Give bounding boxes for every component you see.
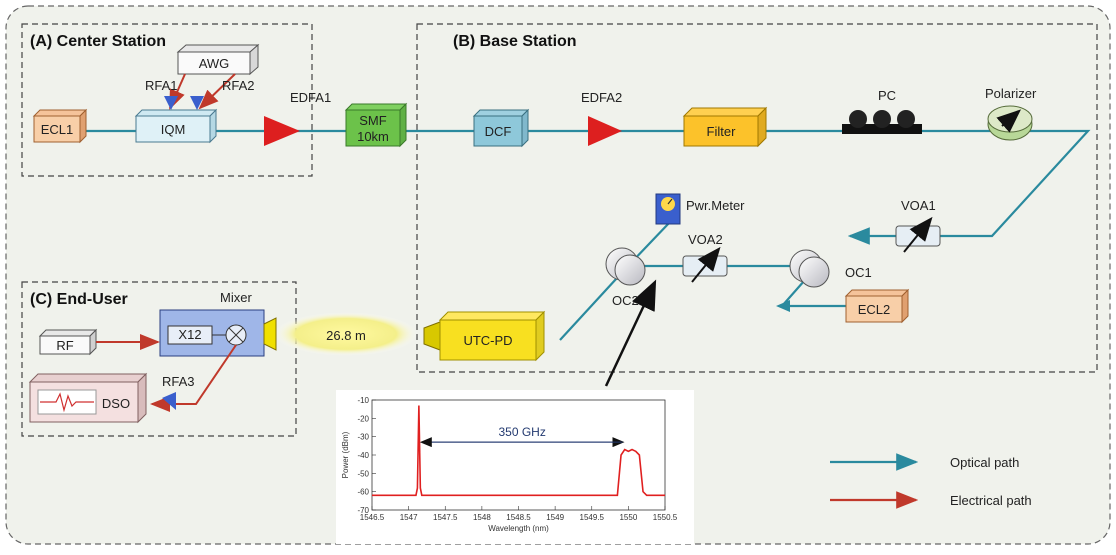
y-tick-label: -20 bbox=[357, 414, 369, 423]
utc-pd-label: UTC-PD bbox=[463, 333, 512, 348]
center-station-box bbox=[21, 23, 313, 177]
iqm: IQM bbox=[134, 108, 218, 144]
pwr-meter bbox=[655, 193, 681, 225]
y-tick-label: -60 bbox=[357, 488, 369, 497]
awg-label: AWG bbox=[199, 56, 230, 71]
dso: DSO bbox=[28, 372, 148, 424]
ecl2: ECL2 bbox=[844, 288, 910, 324]
base-station-title: (B) Base Station bbox=[453, 33, 577, 50]
ecl1: ECL1 bbox=[32, 108, 88, 144]
y-tick-label: -50 bbox=[357, 469, 369, 478]
x-tick-label: 1548 bbox=[473, 513, 491, 522]
voa2-label: VOA2 bbox=[688, 232, 723, 247]
end-user-title: (C) End-User bbox=[30, 291, 128, 308]
ecl2-label: ECL2 bbox=[858, 302, 891, 317]
x-tick-label: 1547.5 bbox=[433, 513, 458, 522]
rfa3-label: RFA3 bbox=[162, 374, 195, 389]
horn-antenna-icon bbox=[263, 317, 277, 351]
rfa3-amp-icon bbox=[162, 392, 176, 410]
filter: Filter bbox=[682, 106, 768, 148]
y-tick-label: -70 bbox=[357, 506, 369, 515]
mixer-box: X12 bbox=[159, 309, 277, 357]
smf-spool: SMF 10km bbox=[344, 102, 408, 148]
filter-label: Filter bbox=[707, 124, 737, 139]
voa1 bbox=[895, 216, 941, 253]
rf-arrows-to-iqm bbox=[164, 73, 236, 110]
rfa1-amp-icon bbox=[164, 96, 178, 110]
span-annotation-label: 350 GHz bbox=[498, 425, 545, 439]
spectrum-series-line bbox=[372, 405, 665, 497]
polarizer-label: Polarizer bbox=[985, 86, 1037, 101]
rfa2-amp-icon bbox=[190, 96, 204, 110]
x-tick-label: 1546.5 bbox=[360, 513, 385, 522]
oc1-coupler bbox=[789, 249, 830, 288]
iqm-label: IQM bbox=[161, 122, 186, 137]
pc-label: PC bbox=[878, 88, 896, 103]
utc-pd: UTC-PD bbox=[423, 310, 546, 362]
ecl1-label: ECL1 bbox=[41, 122, 74, 137]
x-tick-label: 1550.5 bbox=[653, 513, 678, 522]
edfa1-label: EDFA1 bbox=[290, 90, 331, 105]
x12-label: X12 bbox=[178, 327, 201, 342]
rfa1-label: RFA1 bbox=[145, 78, 178, 93]
y-tick-label: -30 bbox=[357, 433, 369, 442]
ecl2-arrowhead bbox=[776, 300, 790, 312]
dso-label: DSO bbox=[102, 396, 130, 411]
pwr-meter-label: Pwr.Meter bbox=[686, 198, 745, 213]
oc1-label: OC1 bbox=[845, 265, 872, 280]
spectrum-background bbox=[336, 390, 694, 544]
electrical-mixer-dso bbox=[150, 344, 237, 412]
edfa1-amp-icon bbox=[264, 116, 300, 146]
smf-label-2: 10km bbox=[357, 129, 389, 144]
dso-waveform bbox=[40, 392, 94, 413]
mixer-label: Mixer bbox=[220, 290, 252, 305]
x-tick-label: 1548.5 bbox=[506, 513, 531, 522]
rf-label: RF bbox=[56, 338, 73, 353]
legend-electrical-label: Electrical path bbox=[950, 493, 1032, 508]
awg: AWG bbox=[176, 43, 260, 76]
x-tick-label: 1550 bbox=[619, 513, 637, 522]
wireless-beam bbox=[274, 312, 418, 356]
x-axis-label: Wavelength (nm) bbox=[488, 524, 549, 533]
base-station-box bbox=[416, 23, 1098, 373]
oc2-label: OC2 bbox=[612, 293, 639, 308]
polarization-controller bbox=[842, 110, 922, 134]
dcf-label: DCF bbox=[485, 124, 512, 139]
end-user-box bbox=[21, 281, 297, 437]
legend-optical-label: Optical path bbox=[950, 455, 1019, 470]
pointer-arrow bbox=[604, 279, 657, 387]
x-tick-label: 1549 bbox=[546, 513, 564, 522]
rf-source: RF bbox=[38, 328, 98, 356]
edfa2-amp-icon bbox=[588, 116, 622, 146]
polarizer bbox=[987, 105, 1033, 141]
center-station-title: (A) Center Station bbox=[30, 33, 166, 50]
rfa2-label: RFA2 bbox=[222, 78, 255, 93]
y-tick-label: -10 bbox=[357, 396, 369, 405]
x-tick-label: 1549.5 bbox=[580, 513, 605, 522]
dcf: DCF bbox=[472, 108, 530, 148]
y-tick-label: -40 bbox=[357, 451, 369, 460]
oc2-coupler bbox=[605, 247, 646, 286]
y-axis-label: Power (dBm) bbox=[341, 431, 350, 478]
smf-label-1: SMF bbox=[359, 113, 387, 128]
x-tick-label: 1547 bbox=[400, 513, 418, 522]
distance-label: 26.8 m bbox=[326, 328, 366, 343]
edfa2-label: EDFA2 bbox=[581, 90, 622, 105]
voa1-label: VOA1 bbox=[901, 198, 936, 213]
voa2 bbox=[682, 246, 728, 283]
